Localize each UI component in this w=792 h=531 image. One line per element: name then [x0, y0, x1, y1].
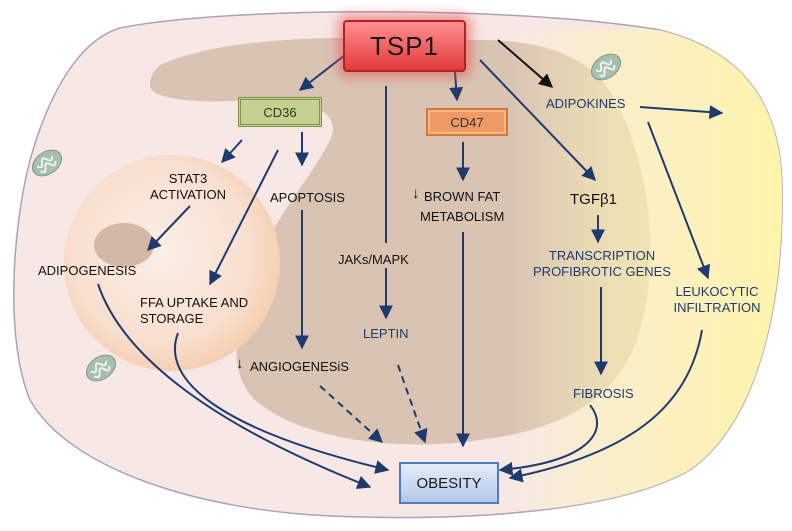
ffa-line1: FFA UPTAKE AND — [140, 295, 249, 310]
adipokines-label: ADIPOKINES — [546, 96, 626, 111]
arrow-tsp1-cd47 — [449, 71, 464, 102]
mitochondrion-icon — [85, 354, 117, 382]
cd47-box: CD47 — [426, 108, 508, 136]
transcription-label: TRANSCRIPTION PROFIBROTIC GENES — [524, 248, 680, 280]
arrow-adipokines-leukocytic — [647, 121, 711, 280]
arrow-leukocytic-obesity — [508, 329, 703, 483]
brown-fat-line2: METABOLISM — [420, 209, 505, 224]
mitochondrion-icon — [31, 149, 63, 177]
down-arrow-icon: ↓ — [412, 185, 420, 202]
arrow-tsp1-tgfb1 — [479, 59, 596, 182]
jaks-mapk-label: JAKs/MAPK — [338, 252, 409, 267]
transcription-line2: PROFIBROTIC GENES — [533, 264, 671, 279]
arrow-tsp1-cd36 — [298, 54, 346, 91]
arrow-cd36-ffa — [209, 149, 279, 286]
ffa-line2: STORAGE — [140, 311, 204, 326]
stat3-activation-label: STAT3 ACTIVATION — [140, 171, 236, 203]
arrow-adipokines-out — [639, 105, 724, 120]
transcription-line1: TRANSCRIPTION — [548, 248, 656, 263]
ffa-uptake-label: FFA UPTAKE AND STORAGE — [140, 295, 248, 327]
brown-fat-line1: BROWN FAT — [424, 189, 501, 204]
adipogenesis-label: ADIPOGENESIS — [38, 263, 137, 278]
stat3-line1: STAT3 — [168, 171, 208, 186]
leukocytic-infiltration-label: LEUKOCYTIC INFILTRATION — [666, 284, 768, 316]
arrow-stat3-adipogenesis — [147, 205, 191, 252]
tsp1-label: TSP1 — [369, 30, 440, 61]
cd36-label: CD36 — [263, 104, 297, 120]
arrow-cd36-stat3 — [221, 139, 243, 164]
fibrosis-label: FIBROSIS — [573, 386, 634, 401]
lipid-droplet — [64, 155, 280, 371]
arrow-angiogenesis-obesity — [319, 385, 384, 443]
down-arrow-icon: ↓ — [236, 355, 244, 372]
arrow-fibrosis-obesity — [498, 404, 599, 476]
nucleus — [94, 223, 154, 267]
cd47-label: CD47 — [450, 114, 484, 130]
apoptosis-label: APOPTOSIS — [270, 190, 345, 205]
leukocytic-line2: INFILTRATION — [673, 300, 761, 315]
obesity-box: OBESITY — [399, 462, 499, 504]
cd36-box: CD36 — [238, 97, 322, 127]
arrow-adipogenesis-obesity — [97, 283, 372, 489]
arrow-leptin-obesity — [397, 364, 428, 444]
tsp1-box: TSP1 — [343, 20, 466, 72]
tgfb1-label: TGFβ1 — [570, 191, 617, 208]
mitochondrion-icon — [590, 53, 622, 81]
leptin-label: LEPTIN — [363, 326, 409, 341]
arrow-tsp1-adipokines — [497, 39, 554, 88]
stat3-line2: ACTIVATION — [149, 187, 227, 202]
obesity-label: OBESITY — [416, 474, 482, 492]
arrow-ffa-obesity — [173, 332, 390, 474]
angiogenesis-label: ANGIOGENESiS — [250, 359, 349, 374]
leukocytic-line1: LEUKOCYTIC — [675, 284, 759, 299]
